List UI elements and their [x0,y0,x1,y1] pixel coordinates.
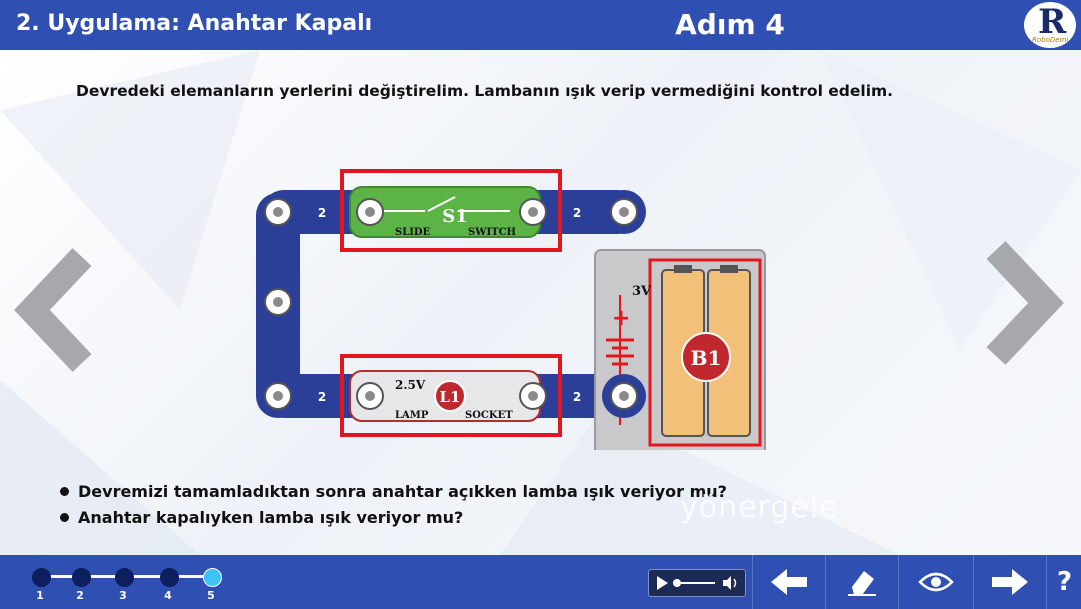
wire-label: 2 [573,206,581,220]
forward-button[interactable] [973,555,1046,609]
wire-label: 2 [573,390,581,404]
play-icon [657,576,668,590]
question-list: Devremizi tamamladıktan sonra anahtar aç… [60,478,727,530]
step-dot-2[interactable] [72,568,91,587]
lamp-label-left: LAMP [395,410,429,421]
audio-controls [657,576,737,590]
switch-label-right: SWITCH [468,227,516,238]
step-progress: 1 2 3 4 5 [30,565,230,605]
switch-id: S1 [442,206,468,227]
eraser-icon [848,571,876,596]
step-title: Adım 4 [675,8,785,41]
question-text: Anahtar kapalıyken lamba ışık veriyor mu… [78,507,464,527]
volume-icon [723,576,731,590]
footer-bar: 1 2 3 4 5 ? [0,555,1081,609]
show-button[interactable] [898,555,973,609]
battery-plus: + [612,306,630,331]
circuit-diagram: 2 2 3 2 2 3V + - B1 [256,169,766,450]
forward-arrow-icon [992,569,1028,595]
next-chevron-icon[interactable] [978,238,1068,368]
previous-chevron-icon[interactable] [10,245,100,375]
activity-title: 2. Uygulama: Anahtar Kapalı [16,11,373,36]
question-item: Devremizi tamamladıktan sonra anahtar aç… [60,478,727,504]
eye-icon [918,572,954,592]
step-number: 4 [164,589,172,602]
step-number: 3 [119,589,127,602]
header-bar: 2. Uygulama: Anahtar Kapalı Adım 4 R Rob… [0,0,1081,50]
eraser-button[interactable] [825,555,898,609]
step-dot-4[interactable] [160,568,179,587]
switch-label-left: SLIDE [395,227,431,238]
lamp-socket[interactable] [349,370,541,422]
switch-highlight-box [340,169,562,252]
wire-label: 2 [318,206,326,220]
robodemi-logo: R RoboDemi [1024,2,1076,48]
help-button[interactable]: ? [1046,555,1081,609]
step-number: 1 [36,589,44,602]
step-dot-1[interactable] [32,568,51,587]
wire-label: 2 [318,390,326,404]
bullet-icon [60,486,69,496]
slide-content: Devredeki elemanların yerlerini değiştir… [0,50,1081,555]
step-number: 2 [76,589,84,602]
logo-letter: R [1038,2,1067,42]
audio-player[interactable] [648,569,746,597]
watermark-text: yönergele [680,490,839,525]
help-icon: ? [1056,567,1073,597]
logo-subtext: RoboDemi [1032,36,1069,44]
instruction-text: Devredeki elemanların yerlerini değiştir… [76,82,894,100]
lamp-id: L1 [440,388,461,406]
question-item: Anahtar kapalıyken lamba ışık veriyor mu… [60,504,727,530]
step-dot-3[interactable] [115,568,134,587]
question-text: Devremizi tamamladıktan sonra anahtar aç… [78,481,727,501]
bullet-icon [60,512,69,522]
step-dot-5[interactable] [203,568,222,587]
battery-holder [594,249,766,450]
seek-handle-icon [673,579,681,587]
step-number: 5 [207,589,215,602]
lamp-voltage: 2.5V [395,378,426,392]
lamp-highlight-box [340,354,562,437]
back-button[interactable] [752,555,825,609]
lamp-label-right: SOCKET [465,410,513,421]
back-arrow-icon [771,569,807,595]
battery-id: B1 [691,346,722,370]
battery-voltage: 3V [632,284,652,299]
